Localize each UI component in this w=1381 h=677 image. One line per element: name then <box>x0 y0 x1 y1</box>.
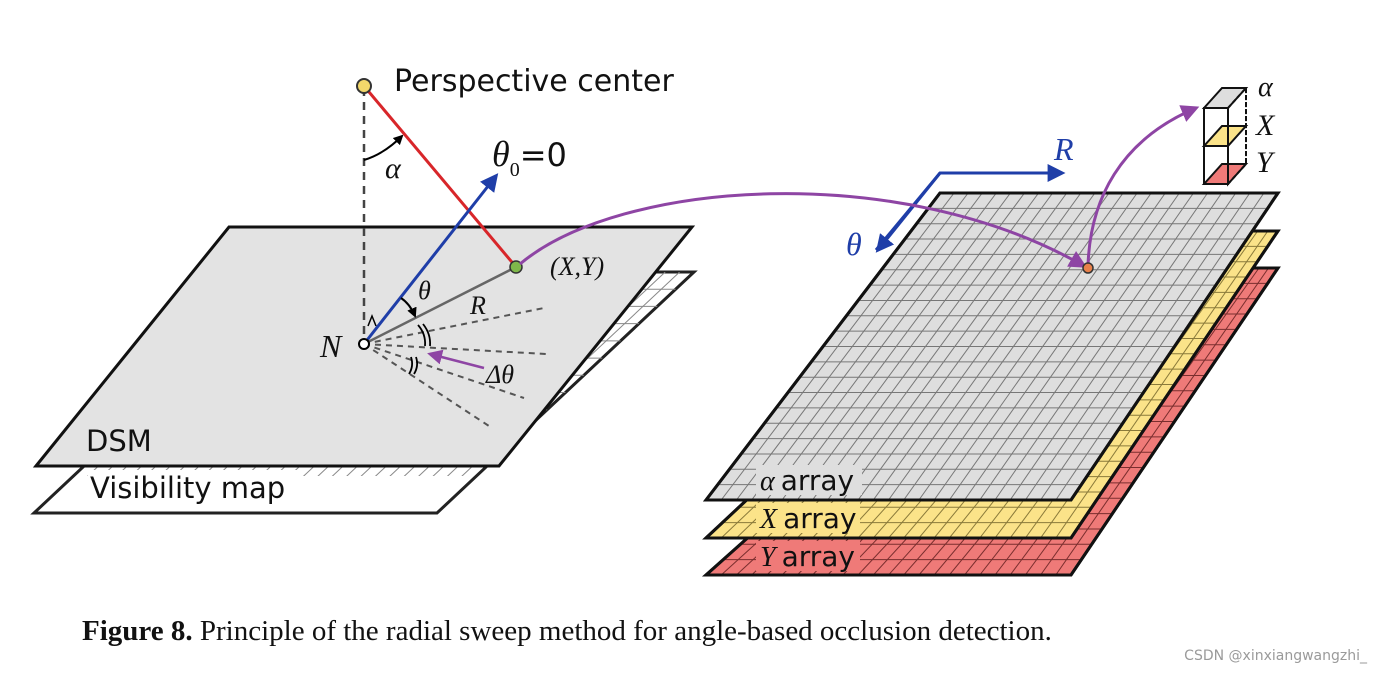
alpha-angle-arc <box>363 134 404 161</box>
theta0-axis-arrow <box>362 173 499 345</box>
xy-point <box>509 260 523 274</box>
figure-caption: Figure 8. Principle of the radial sweep … <box>82 615 1052 648</box>
y-array-label-bg <box>756 541 860 571</box>
stack-alpha-label: α <box>1258 72 1274 103</box>
r-label: R <box>469 291 486 320</box>
theta-angle-arc <box>400 297 417 318</box>
theta-axis-label: θ <box>846 226 862 262</box>
alpha-array-layer <box>702 191 1281 502</box>
perspective-center-label: Perspective center <box>394 64 674 99</box>
n-point <box>358 338 370 350</box>
n-tick <box>367 313 377 327</box>
caption-text: Principle of the radial sweep method for… <box>192 615 1052 647</box>
theta0-label: θ0=0 <box>492 134 567 181</box>
cell-stack-cuboid <box>1201 85 1249 187</box>
mapping-arrow <box>519 192 1088 268</box>
cell-to-stack-arrow <box>1086 105 1200 267</box>
visibility-map-label: Visibility map <box>90 471 285 505</box>
delta-theta-ticks <box>408 323 432 375</box>
grid-cell-point <box>1082 262 1094 274</box>
alpha-array-label-bg <box>756 465 862 495</box>
watermark: CSDN @xinxiangwangzhi_ <box>1184 648 1367 664</box>
visibility-map-label-bg <box>88 470 302 504</box>
r-axis-label: R <box>1053 131 1074 167</box>
delta-theta-arrow <box>427 349 485 370</box>
stack-y-label: Y <box>1256 146 1276 179</box>
perspective-ray <box>362 85 518 268</box>
n-label: N <box>319 328 343 364</box>
stack-x-label: X <box>1255 109 1276 142</box>
theta-axis-arrow <box>875 172 942 253</box>
xy-label: (X,Y) <box>550 252 604 281</box>
delta-theta-label: Δθ <box>485 360 514 389</box>
x-array-label-bg <box>756 503 860 533</box>
dsm-label: DSM <box>86 424 152 458</box>
r-line <box>363 265 517 346</box>
radial-sweep-lines <box>363 307 547 429</box>
theta-label: θ <box>418 276 431 305</box>
caption-figure-number: Figure 8. <box>82 615 193 647</box>
perspective-center-point <box>356 78 372 94</box>
alpha-label: α <box>385 152 402 185</box>
